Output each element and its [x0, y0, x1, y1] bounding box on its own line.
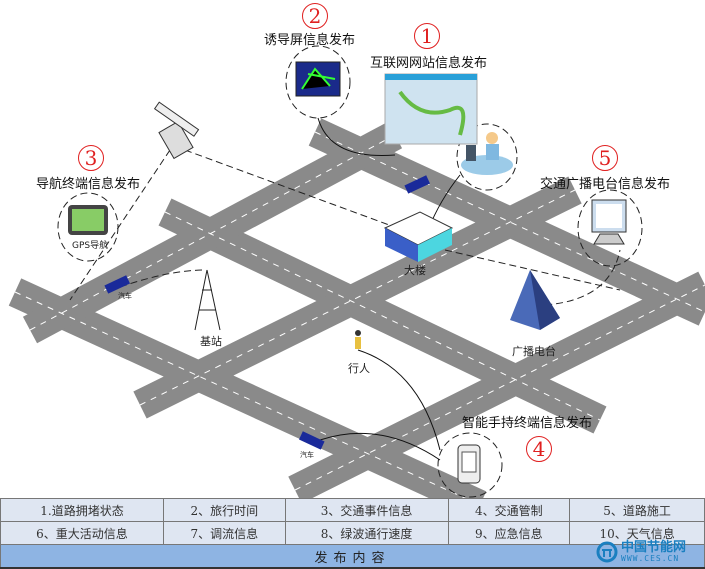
gps-device-icon — [68, 205, 108, 235]
publish-content-table: 1.道路拥堵状态 2、旅行时间 3、交通事件信息 4、交通管制 5、道路施工 6… — [0, 498, 705, 569]
website-screenshot — [384, 73, 478, 145]
circle-3 — [57, 192, 119, 262]
label-pedestrian: 行人 — [348, 362, 370, 375]
phone-icon — [457, 444, 481, 484]
logo-icon — [596, 541, 618, 563]
label-guide-screen: 诱导屏信息发布 — [264, 33, 356, 48]
radio-tower-icon — [510, 270, 560, 330]
dashed-links — [57, 45, 643, 498]
number-1: 1 — [414, 23, 440, 49]
watermark-name: 中国节能网 — [621, 540, 687, 555]
table-cell: 4、交通管制 — [447, 498, 571, 522]
table-cell: 1.道路拥堵状态 — [0, 498, 164, 522]
label-building: 大楼 — [404, 264, 426, 277]
road-center-lines — [14, 131, 705, 498]
monitor-icon — [591, 199, 627, 245]
number-2: 2 — [302, 3, 328, 29]
table-cell: 7、调流信息 — [162, 521, 286, 545]
watermark-url: WWW.CES.CN — [621, 554, 680, 563]
number-3: 3 — [78, 145, 104, 171]
label-gps: GPS导航 — [72, 241, 109, 251]
guide-screen-icon — [295, 61, 341, 97]
number-4: 4 — [526, 436, 552, 462]
satellite-icon — [153, 101, 200, 160]
circle-4 — [437, 432, 503, 498]
table-cell: 10、天气信息 — [569, 521, 705, 545]
table-cell: 8、绿波通行速度 — [284, 521, 449, 545]
label-navigation: 导航终端信息发布 — [36, 177, 141, 192]
circle-1 — [456, 123, 518, 191]
table-row: 6、重大活动信息 7、调流信息 8、绿波通行速度 9、应急信息 10、天气信息 — [0, 521, 705, 545]
base-station-icon — [194, 269, 221, 331]
label-base-station: 基站 — [200, 335, 222, 348]
pedestrian-icon — [355, 330, 361, 349]
label-radio-tower: 广播电台 — [512, 345, 556, 358]
table-cell: 3、交通事件信息 — [284, 498, 449, 522]
label-car: 汽车 — [300, 451, 314, 459]
table-row: 1.道路拥堵状态 2、旅行时间 3、交通事件信息 4、交通管制 5、道路施工 — [0, 498, 705, 522]
traffic-diagram — [8, 45, 705, 498]
operator-icon — [461, 132, 513, 175]
building-icon — [383, 211, 454, 262]
label-website: 互联网网站信息发布 — [370, 56, 488, 71]
circle-5 — [577, 189, 643, 267]
label-radio: 交通广播电台信息发布 — [540, 177, 671, 192]
car-icon — [104, 175, 430, 450]
table-cell: 2、旅行时间 — [162, 498, 286, 522]
label-car: 汽车 — [118, 292, 132, 300]
watermark-logo: 中国节能网 WWW.CES.CN — [596, 541, 686, 563]
table-cell: 5、道路施工 — [569, 498, 705, 522]
number-5: 5 — [592, 145, 618, 171]
table-cell: 9、应急信息 — [447, 521, 571, 545]
label-handheld: 智能手持终端信息发布 — [462, 416, 593, 431]
table-cell: 6、重大活动信息 — [0, 521, 164, 545]
circle-2 — [285, 45, 351, 119]
